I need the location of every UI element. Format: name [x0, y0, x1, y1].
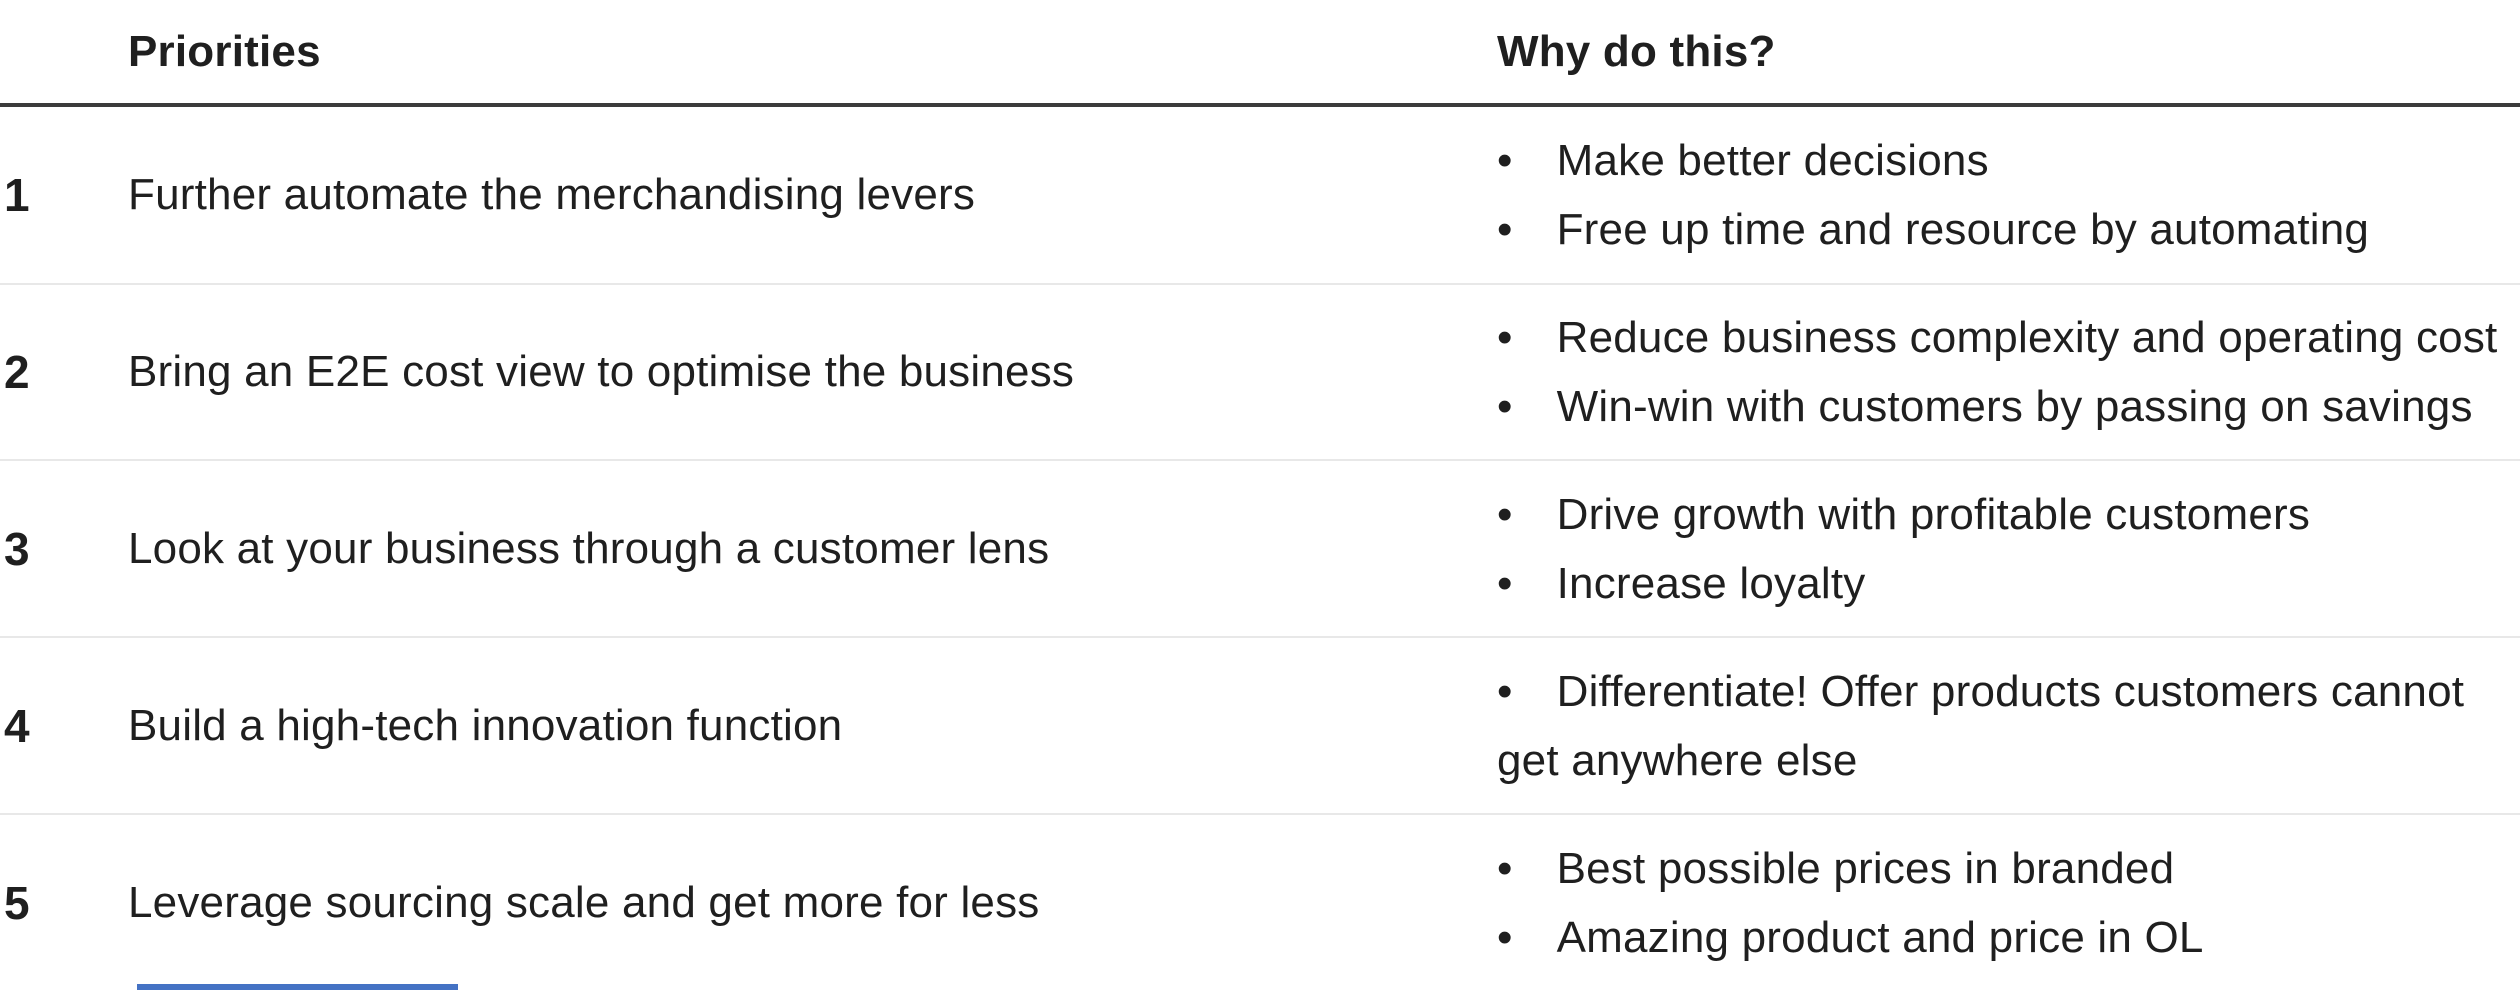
list-item: •Differentiate! Offer products customers…	[1497, 657, 2502, 795]
bullet-icon: •	[1497, 666, 1513, 716]
bullet-text: Reduce business complexity and operating…	[1556, 313, 2498, 362]
bullet-text: Free up time and resource by automating	[1556, 205, 2370, 254]
bullet-text: Drive growth with profitable customers	[1556, 489, 2311, 539]
row-number: 2	[4, 346, 30, 398]
priority-text: Leverage sourcing scale and get more for…	[128, 877, 1040, 927]
bullet-text: Make better decisions	[1556, 136, 1989, 185]
bullet-icon: •	[1497, 912, 1513, 962]
bullet-icon: •	[1497, 205, 1513, 254]
why-bullet-list: • Reduce business complexity and operatin…	[1489, 285, 2520, 459]
list-item: • Best possible prices in branded	[1497, 834, 2502, 903]
row-number: 1	[4, 169, 30, 221]
list-item: • Increase loyalty	[1497, 549, 2502, 618]
table-row: 1 Further automate the merchandising lev…	[0, 107, 2520, 283]
bullet-icon: •	[1497, 313, 1513, 362]
list-item: • Drive growth with profitable customers	[1497, 480, 2502, 549]
priority-text: Look at your business through a customer…	[128, 523, 1050, 573]
why-bullet-list: • Best possible prices in branded • Amazin…	[1489, 815, 2520, 990]
table-row: 2 Bring an E2E cost view to optimise the…	[0, 283, 2520, 459]
bullet-text: Amazing product and price in OL	[1556, 912, 2204, 962]
list-item: • Reduce business complexity and operatin…	[1497, 303, 2502, 372]
bottom-accent-bar	[137, 984, 458, 990]
bullet-icon: •	[1497, 382, 1513, 431]
bullet-icon: •	[1497, 136, 1513, 185]
row-number: 3	[4, 522, 30, 575]
table-row: 3 Look at your business through a custom…	[0, 459, 2520, 636]
why-bullet-list: •Drive growth with profitable customers …	[1489, 461, 2520, 636]
list-item: • Free up time and resource by automating	[1497, 195, 2502, 264]
header-number-spacer	[0, 0, 128, 103]
table-row: 5 Leverage sourcing scale and get more f…	[0, 813, 2520, 990]
bullet-text: Best possible prices in branded	[1556, 843, 2175, 893]
row-number: 5	[4, 876, 30, 929]
bullet-icon: •	[1497, 558, 1513, 608]
priority-text: Further automate the merchandising lever…	[128, 170, 976, 219]
table-header-row: Priorities Why do this?	[0, 0, 2520, 107]
why-column-header: Why do this?	[1497, 26, 1776, 76]
priority-text: Build a high-tech innovation function	[128, 700, 843, 750]
why-bullet-list: • Make better decisions • Free up time and…	[1489, 107, 2520, 283]
list-item: • Make better decisions	[1497, 126, 2502, 195]
bullet-icon: •	[1497, 489, 1513, 539]
bullet-text: Increase loyalty	[1556, 558, 1866, 608]
bullet-text: Differentiate! Offer products customers …	[1497, 666, 2465, 785]
row-number: 4	[4, 699, 30, 752]
bullet-text: Win-win with customers by passing on sav…	[1556, 382, 2473, 431]
bullet-icon: •	[1497, 843, 1513, 893]
priority-text: Bring an E2E cost view to optimise the b…	[128, 347, 1075, 396]
priorities-column-header: Priorities	[128, 26, 321, 76]
table-row: 4 Build a high-tech innovation function …	[0, 636, 2520, 813]
why-bullet-list: •Differentiate! Offer products customers…	[1489, 638, 2520, 813]
list-item: • Win-win with customers by passing on sa…	[1497, 372, 2502, 441]
list-item: • Amazing product and price in OL	[1497, 903, 2502, 972]
